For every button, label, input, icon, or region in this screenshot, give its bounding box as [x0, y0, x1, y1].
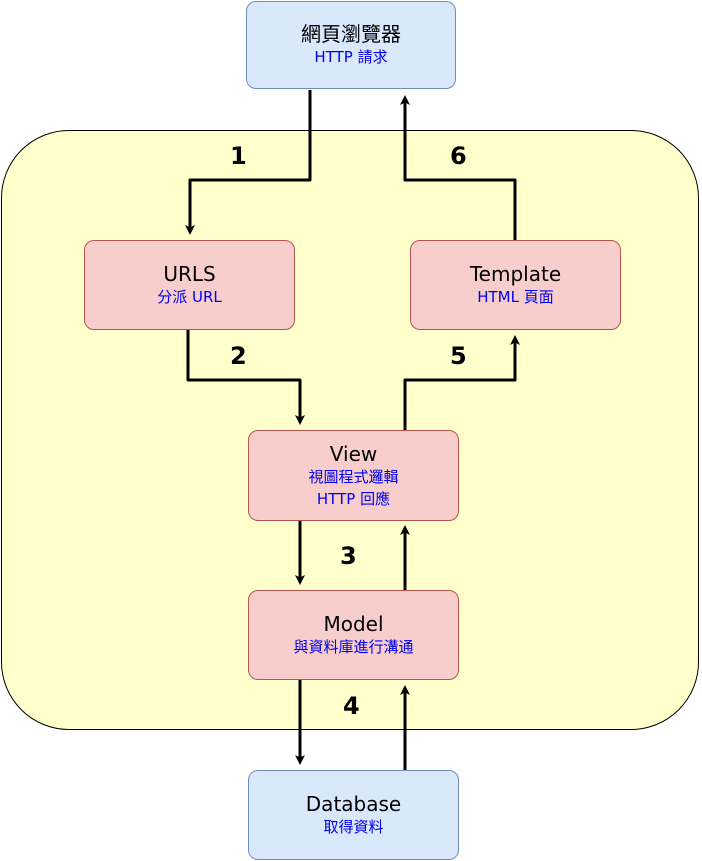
step-label-6: 6 [450, 142, 467, 170]
view-title: View [329, 441, 378, 466]
database-title: Database [305, 792, 402, 816]
step-label-4: 4 [343, 692, 360, 720]
browser-node: 網頁瀏覽器 HTTP 請求 [246, 1, 456, 89]
step-label-3: 3 [340, 542, 357, 570]
step-label-1: 1 [230, 142, 247, 170]
model-subtitle: 與資料庫進行溝通 [293, 638, 414, 656]
view-node: View 視圖程式邏輯 HTTP 回應 [248, 430, 459, 521]
template-node: Template HTML 頁面 [410, 240, 621, 330]
step-label-5: 5 [450, 342, 467, 370]
database-node: Database 取得資料 [248, 770, 459, 860]
database-subtitle: 取得資料 [323, 818, 384, 836]
template-subtitle: HTML 頁面 [477, 288, 554, 306]
urls-node: URLS 分派 URL [84, 240, 295, 330]
template-title: Template [469, 262, 562, 286]
view-subtitle-response: HTTP 回應 [316, 489, 391, 508]
browser-title: 網頁瀏覽器 [301, 22, 401, 46]
step-label-2: 2 [230, 342, 247, 370]
model-node: Model 與資料庫進行溝通 [248, 590, 459, 680]
model-title: Model [323, 612, 384, 636]
urls-title: URLS [163, 262, 216, 286]
urls-subtitle: 分派 URL [157, 288, 222, 306]
browser-subtitle: HTTP 請求 [314, 48, 388, 66]
view-subtitle-logic: 視圖程式邏輯 [308, 467, 399, 486]
